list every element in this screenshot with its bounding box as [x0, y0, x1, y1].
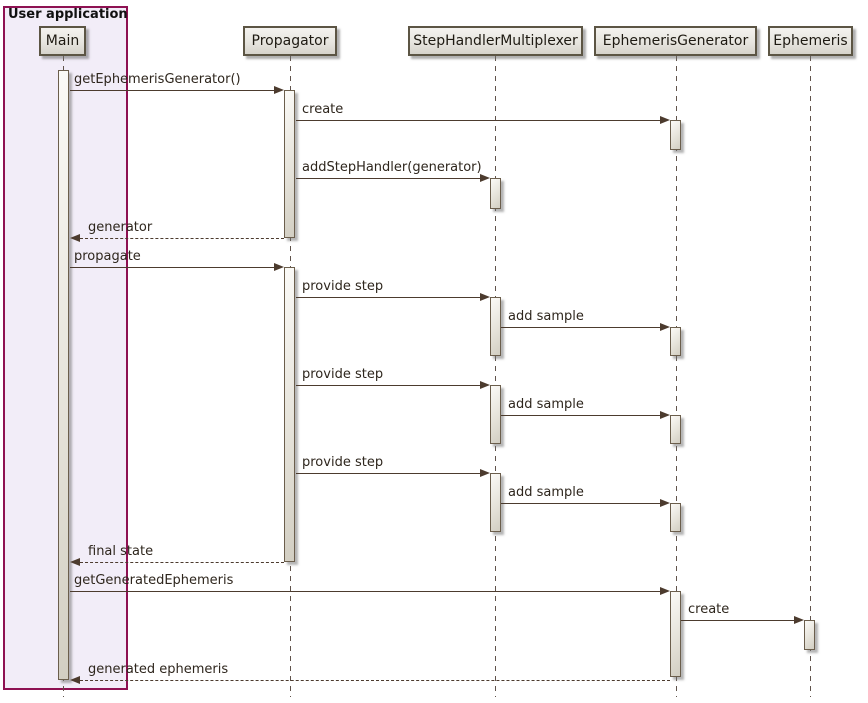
message-label: generated ephemeris — [88, 662, 229, 677]
activation-generator-create — [670, 120, 681, 150]
message-line — [296, 385, 480, 386]
message-label: addStepHandler(generator) — [302, 160, 482, 175]
activation-ephemeris-create — [804, 620, 815, 650]
participant-ephemerisgenerator: EphemerisGenerator — [594, 26, 757, 56]
lifeline-ephemerisgenerator — [676, 56, 677, 697]
activation-propagator-1 — [284, 90, 295, 238]
message-label: propagate — [74, 249, 141, 264]
message-line — [501, 327, 660, 328]
arrowhead-icon — [660, 323, 670, 331]
activation-propagator-2 — [284, 267, 295, 562]
participant-ephemeris: Ephemeris — [768, 26, 853, 56]
activation-generator-sample2 — [670, 415, 681, 444]
participant-main: Main — [39, 26, 86, 56]
arrowhead-icon — [274, 263, 284, 271]
message-label: final state — [88, 544, 154, 559]
message-line — [80, 680, 670, 681]
arrowhead-icon — [480, 381, 490, 389]
message-line — [296, 473, 480, 474]
message-label: create — [688, 602, 730, 617]
message-label: getGeneratedEphemeris — [74, 573, 234, 588]
arrowhead-icon — [70, 558, 80, 566]
message-line — [70, 267, 274, 268]
arrowhead-icon — [660, 499, 670, 507]
arrowhead-icon — [274, 86, 284, 94]
lifeline-ephemeris — [810, 56, 811, 697]
message-line — [681, 620, 794, 621]
activation-multiplexer-addstephandler — [490, 178, 501, 209]
message-label: create — [302, 102, 344, 117]
activation-generator-getephemeris — [670, 591, 681, 677]
activation-multiplexer-step3 — [490, 473, 501, 532]
activation-generator-sample1 — [670, 327, 681, 356]
activation-generator-sample3 — [670, 503, 681, 532]
participant-stephandlermultiplexer: StepHandlerMultiplexer — [408, 26, 583, 56]
activation-multiplexer-step2 — [490, 385, 501, 444]
message-label: provide step — [302, 367, 384, 382]
message-label: add sample — [508, 309, 584, 324]
arrowhead-icon — [794, 616, 804, 624]
activation-main — [58, 70, 69, 680]
message-line — [296, 120, 660, 121]
message-line — [80, 238, 284, 239]
message-label: add sample — [508, 485, 584, 500]
message-line — [80, 562, 284, 563]
message-label: add sample — [508, 397, 584, 412]
arrowhead-icon — [70, 676, 80, 684]
message-label: provide step — [302, 455, 384, 470]
frame-title: User application — [8, 7, 128, 22]
message-label: getEphemerisGenerator() — [74, 72, 241, 87]
arrowhead-icon — [480, 469, 490, 477]
arrowhead-icon — [480, 293, 490, 301]
arrowhead-icon — [660, 411, 670, 419]
arrowhead-icon — [480, 174, 490, 182]
message-line — [501, 503, 660, 504]
message-label: provide step — [302, 279, 384, 294]
message-line — [70, 591, 660, 592]
arrowhead-icon — [660, 116, 670, 124]
message-line — [70, 90, 274, 91]
arrowhead-icon — [70, 234, 80, 242]
message-line — [501, 415, 660, 416]
message-label: generator — [88, 220, 153, 235]
message-line — [296, 178, 480, 179]
arrowhead-icon — [660, 587, 670, 595]
message-line — [296, 297, 480, 298]
participant-propagator: Propagator — [243, 26, 337, 56]
activation-multiplexer-step1 — [490, 297, 501, 356]
lifeline-stephandlermultiplexer — [495, 56, 496, 697]
